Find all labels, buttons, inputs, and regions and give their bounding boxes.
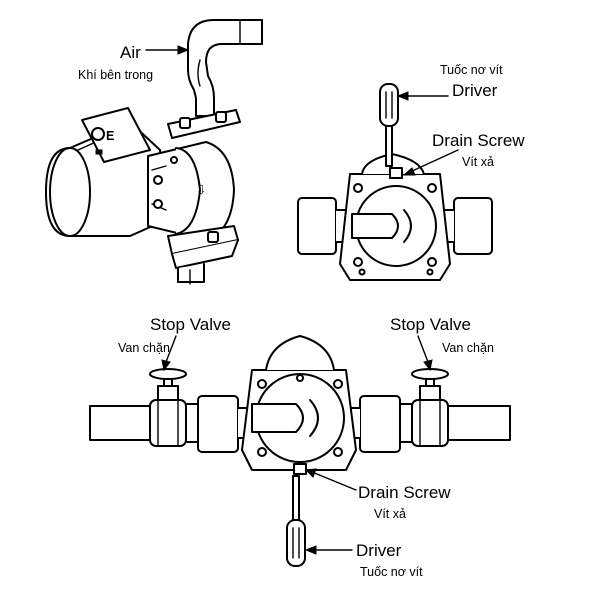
pump-side-view: E ⇩ <box>45 19 263 285</box>
label-driver-top: Driver <box>452 81 498 100</box>
left-pipe <box>89 405 151 441</box>
label-driver-bottom: Driver <box>356 541 402 560</box>
terminal-box <box>81 107 151 163</box>
pump-assembly-bottom <box>89 335 511 475</box>
top-screwdriver-icon <box>379 83 399 167</box>
label-stop-valve-right-vi: Van chặn <box>442 341 494 355</box>
label-stop-valve-left-vi: Van chặn <box>118 341 170 355</box>
top-drain-screw <box>389 167 403 179</box>
right-pipe <box>447 405 511 441</box>
label-stop-valve-right: Stop Valve <box>390 315 471 334</box>
badge-e-icon: E <box>106 129 114 143</box>
bottom-screwdriver-icon <box>286 475 306 567</box>
label-drain-top: Drain Screw <box>432 131 525 150</box>
flow-arrow-icon: ⇩ <box>196 183 206 197</box>
label-drain-bottom-vi: Vít xả <box>374 507 406 521</box>
top-left-outlet <box>297 197 337 255</box>
label-drain-top-vi: Vít xả <box>462 155 494 169</box>
left-stop-valve <box>149 368 187 447</box>
pump-front-view-top <box>297 153 493 281</box>
label-air-vi: Khí bên trong <box>78 68 153 82</box>
label-driver-bottom-vi: Tuốc nơ vít <box>360 565 423 579</box>
label-air: Air <box>120 43 141 62</box>
air-pipe <box>187 19 263 117</box>
top-right-outlet <box>453 197 493 255</box>
label-drain-bottom: Drain Screw <box>358 483 451 502</box>
label-stop-valve-left: Stop Valve <box>150 315 231 334</box>
right-stop-valve <box>411 368 449 447</box>
label-driver-top-vi: Tuốc nơ vít <box>440 63 503 77</box>
bottom-drain-screw <box>293 463 307 475</box>
